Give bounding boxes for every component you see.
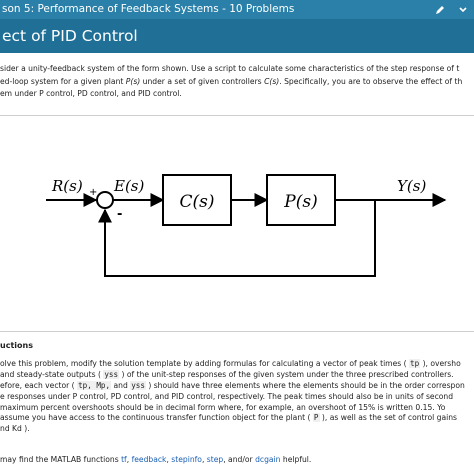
problem-title: ect of PID Control	[2, 27, 138, 45]
code-ref: yss	[130, 380, 146, 390]
link-stepinfo[interactable]: stepinfo	[171, 455, 202, 464]
link-feedback[interactable]: feedback	[131, 455, 167, 464]
plant-label: P(s)	[283, 192, 317, 212]
text: efore, each vector (	[0, 380, 78, 390]
text: under a set of given controllers	[140, 76, 265, 86]
text: assume you have access to the continuous…	[0, 413, 313, 423]
text: ) should have three elements where the e…	[145, 380, 465, 390]
output-label: Y(s)	[397, 177, 426, 195]
text: may find the MATLAB functions	[0, 455, 122, 464]
instruction-line: and steady-state outputs ( yss ) of the …	[0, 369, 474, 381]
plant-ref: P(s)	[125, 76, 141, 86]
instruction-line: assume you have access to the continuous…	[0, 413, 474, 424]
instructions-body: olve this problem, modify the solution t…	[0, 359, 474, 435]
problem-description: sider a unity-feedback system of the for…	[0, 63, 474, 101]
text: olve this problem, modify the solution t…	[0, 359, 409, 368]
minus-sign: -	[117, 207, 122, 222]
link-step[interactable]: step	[206, 455, 224, 464]
text: ), oversho	[420, 359, 461, 368]
text: ) of the unit-step responses of the give…	[119, 369, 454, 379]
link-tf[interactable]: tf	[121, 455, 127, 464]
instruction-line: efore, each vector ( tp, Mp, and yss ) s…	[0, 380, 474, 392]
text: ,	[126, 455, 132, 464]
instruction-line: e responses under P control, PD control,…	[0, 391, 454, 401]
text: ,	[201, 455, 207, 464]
controller-label: C(s)	[180, 192, 215, 212]
code-ref: tp, Mp,	[77, 380, 112, 390]
input-label: R(s)	[51, 177, 83, 195]
description-line: ed-loop system for a given plant P(s) un…	[0, 76, 474, 89]
plus-sign: +	[89, 187, 97, 198]
instructions-heading: uctions	[0, 341, 33, 350]
lesson-header-bar: son 5: Performance of Feedback Systems -…	[0, 0, 474, 19]
problem-title-bar: ect of PID Control	[0, 19, 474, 53]
code-ref: yss	[103, 369, 120, 379]
error-label: E(s)	[113, 177, 144, 195]
instruction-line: olve this problem, modify the solution t…	[0, 359, 474, 370]
divider	[0, 331, 474, 332]
controller-ref: C(s)	[264, 76, 280, 86]
description-line: em under P control, PD control, and PID …	[0, 89, 182, 99]
text: ed-loop system for a given plant	[0, 76, 126, 86]
chevron-down-icon[interactable]	[457, 0, 469, 19]
feedback-path	[98, 200, 376, 277]
summing-junction	[96, 191, 114, 209]
instruction-line: maximum percent overshoots should be in …	[0, 402, 446, 412]
text: and steady-state outputs (	[0, 369, 104, 379]
instruction-line: nd Kd ).	[0, 424, 30, 434]
text: , and/or	[223, 455, 256, 464]
lesson-title: son 5: Performance of Feedback Systems -…	[2, 3, 295, 15]
text: helpful.	[280, 455, 312, 464]
link-dcgain[interactable]: dcgain	[255, 455, 281, 464]
text: and	[111, 380, 131, 390]
text: . Specifically, you are to observe the e…	[279, 76, 463, 86]
hint-line: may find the MATLAB functions tf, feedba…	[0, 455, 474, 464]
code-ref: P	[312, 413, 320, 423]
divider	[0, 115, 474, 116]
pencil-icon[interactable]	[434, 0, 446, 19]
controller-block	[162, 174, 232, 226]
block-diagram: R(s) + E(s) - C(s) P(s) Y(s)	[46, 174, 447, 277]
text: ,	[166, 455, 172, 464]
text: ), as well as the set of control gains	[319, 413, 457, 423]
description-line: sider a unity-feedback system of the for…	[0, 64, 460, 73]
code-ref: tp	[409, 359, 421, 368]
